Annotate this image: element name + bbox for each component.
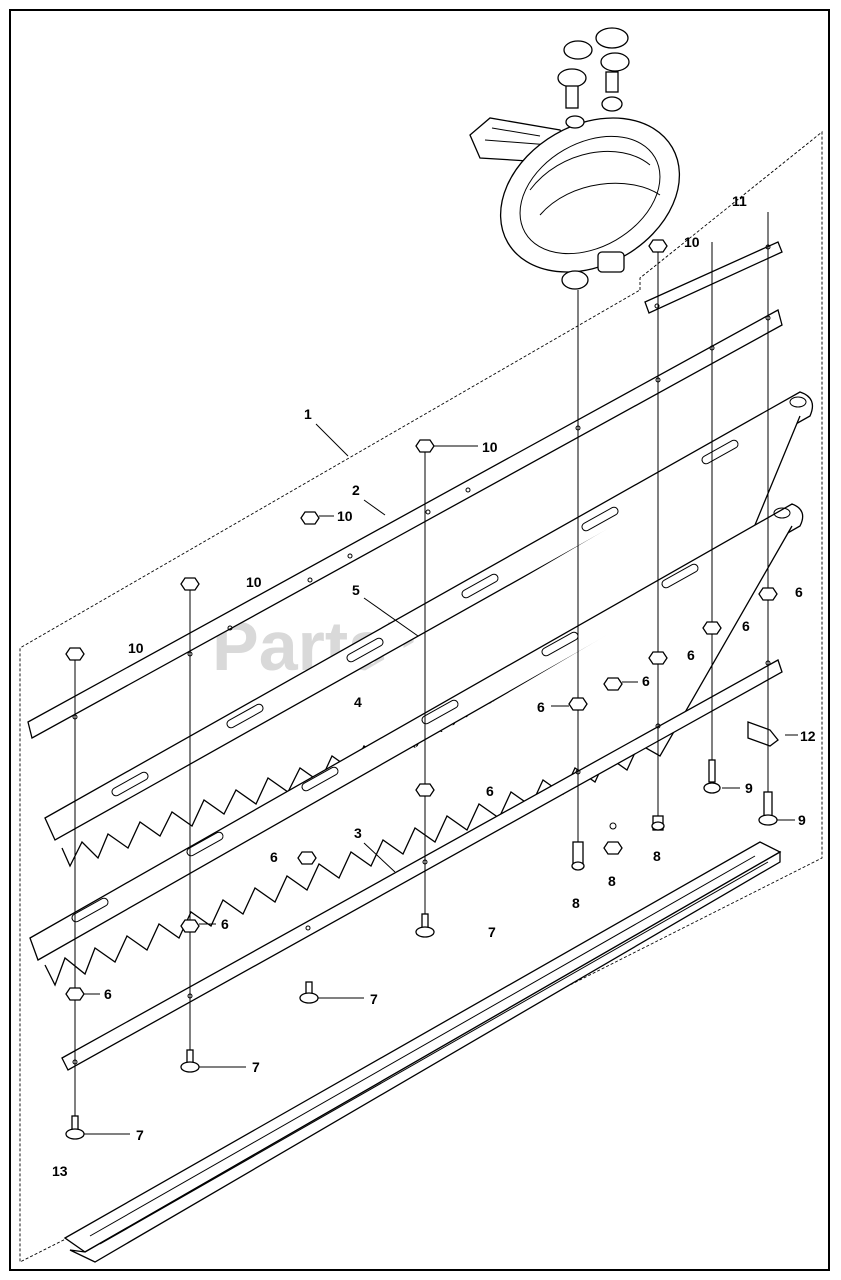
callout-11: 11	[732, 193, 747, 209]
plate-11	[644, 241, 783, 314]
callout-2: 2	[352, 482, 360, 498]
callout-7: 7	[252, 1059, 260, 1075]
callout-4: 4	[354, 694, 362, 710]
callout-9: 9	[798, 812, 806, 828]
callout-6: 6	[486, 783, 494, 799]
bolts	[65, 759, 778, 1140]
blade-5	[29, 503, 804, 987]
callout-10: 10	[482, 439, 498, 455]
callout-6: 6	[221, 916, 229, 932]
callout-6: 6	[104, 986, 112, 1002]
callout-3: 3	[354, 825, 362, 841]
assembly-lines	[74, 212, 769, 1120]
assembly-boundary	[19, 131, 823, 1263]
callout-12: 12	[800, 728, 816, 744]
callout-6: 6	[742, 618, 750, 634]
callout-8: 8	[572, 895, 580, 911]
guard-13	[63, 841, 782, 1263]
diagram-frame	[9, 9, 830, 1271]
callout-6: 6	[642, 673, 650, 689]
callout-10: 10	[128, 640, 144, 656]
leader-lines	[84, 423, 798, 1135]
callout-13: 13	[52, 1163, 68, 1179]
callout-10: 10	[337, 508, 353, 524]
callout-7: 7	[488, 924, 496, 940]
callout-10: 10	[684, 234, 700, 250]
callout-5: 5	[352, 582, 360, 598]
callout-7: 7	[136, 1127, 144, 1143]
clip-12	[747, 721, 779, 747]
callout-9: 9	[745, 780, 753, 796]
gear-housing	[469, 117, 681, 290]
callout-7: 7	[370, 991, 378, 1007]
callout-10: 10	[246, 574, 262, 590]
callout-1: 1	[304, 406, 312, 422]
callout-8: 8	[608, 873, 616, 889]
callout-6: 6	[795, 584, 803, 600]
callout-8: 8	[653, 848, 661, 864]
callout-6: 6	[687, 647, 695, 663]
callout-labels: 1 2 3 4 5 6 6 6 6 6 6 6 6 6 7 7 7 7 8 8 …	[52, 193, 816, 1179]
callout-6: 6	[537, 699, 545, 715]
top-washers	[557, 27, 630, 129]
nuts	[65, 239, 778, 1001]
callout-6: 6	[270, 849, 278, 865]
